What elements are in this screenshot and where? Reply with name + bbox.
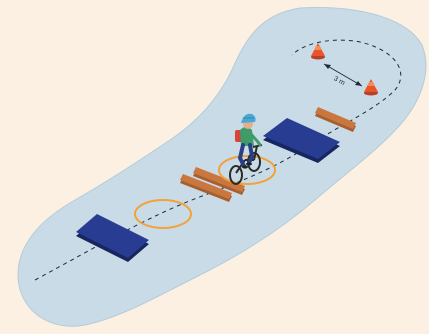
target-ring-left — [134, 199, 192, 229]
course-surface — [17, 7, 427, 327]
distance-arrow — [323, 63, 363, 87]
child-cyclist-icon — [229, 113, 263, 185]
wooden-planks-middle — [180, 167, 245, 202]
distance-label: 3 m — [332, 75, 346, 87]
balance-mat-left — [76, 214, 149, 262]
traffic-cone-icon — [364, 79, 378, 96]
balance-mat-right — [263, 118, 340, 163]
target-ring-right — [218, 155, 276, 185]
route-dashed-line — [34, 39, 402, 281]
wooden-planks-right — [315, 107, 356, 132]
traffic-cone-icon — [311, 43, 325, 60]
